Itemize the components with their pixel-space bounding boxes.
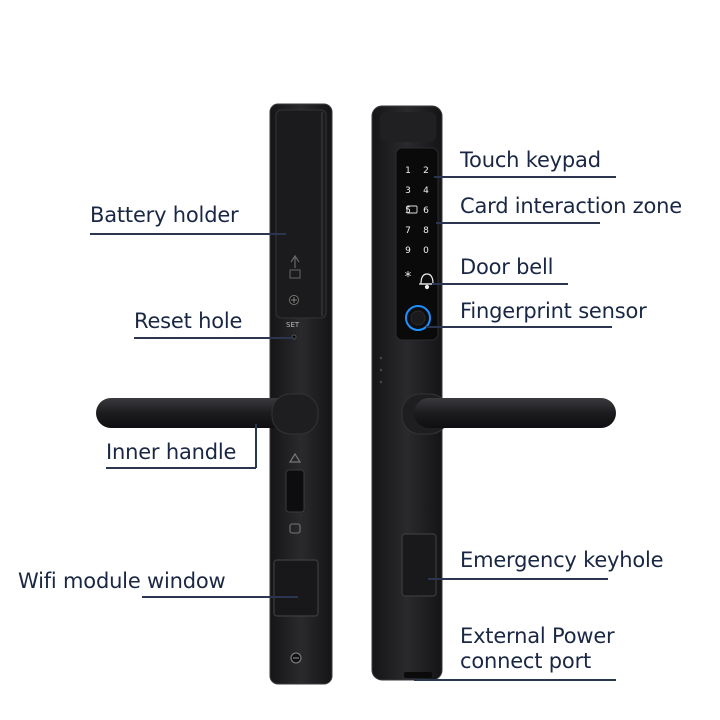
key-4: 4 — [423, 186, 429, 196]
key-5: 5 — [405, 206, 411, 216]
leader-touch-keypad — [434, 176, 616, 178]
emergency-keyhole-cover — [401, 533, 437, 597]
key-8: 8 — [423, 226, 429, 236]
leader-inner-handle — [106, 467, 256, 469]
leader-battery-holder — [90, 233, 286, 235]
label-emergency-keyhole: Emergency keyhole — [460, 548, 664, 572]
label-external-power-line1: External Power — [460, 624, 615, 648]
label-touch-keypad: Touch keypad — [460, 148, 601, 172]
key-3: 3 — [405, 186, 411, 196]
leader-reset-hole — [134, 337, 294, 339]
label-battery-holder: Battery holder — [90, 203, 239, 227]
key-9: 9 — [405, 246, 411, 256]
key-2: 2 — [423, 166, 429, 176]
bell-icon — [419, 273, 435, 290]
key-1: 1 — [405, 166, 411, 176]
label-inner-handle: Inner handle — [106, 440, 237, 464]
label-reset-hole: Reset hole — [134, 309, 243, 333]
inner-toggle-switch — [285, 469, 305, 513]
leader-external-power-port — [414, 679, 616, 681]
label-fingerprint-sensor: Fingerprint sensor — [460, 299, 647, 323]
leader-emergency-keyhole — [428, 578, 608, 580]
leader-wifi-module-window — [142, 596, 298, 598]
battery-cover — [275, 109, 327, 319]
leader-door-bell — [432, 283, 568, 285]
leader-inner-handle-vertical — [255, 424, 257, 468]
label-external-power-port: External Power connect port — [460, 624, 615, 674]
power-port — [404, 672, 432, 678]
set-marking: SET — [286, 321, 300, 329]
key-7: 7 — [405, 226, 411, 236]
leader-fingerprint-sensor — [426, 326, 612, 328]
card-icon — [406, 205, 418, 214]
outer-lock-body: 1 2 3 4 5 6 7 8 9 0 * — [371, 105, 443, 681]
wifi-window — [273, 559, 319, 617]
outer-handle — [401, 393, 616, 435]
key-star: * — [405, 270, 412, 285]
inner-handle — [96, 393, 319, 435]
label-wifi-module-window: Wifi module window — [18, 569, 226, 593]
leader-card-interaction-zone — [436, 222, 600, 224]
touch-keypad-panel — [395, 147, 439, 341]
key-0: 0 — [423, 246, 429, 256]
label-door-bell: Door bell — [460, 255, 554, 279]
label-external-power-line2: connect port — [460, 649, 592, 673]
key-6: 6 — [423, 206, 429, 216]
label-card-interaction-zone: Card interaction zone — [460, 194, 682, 218]
